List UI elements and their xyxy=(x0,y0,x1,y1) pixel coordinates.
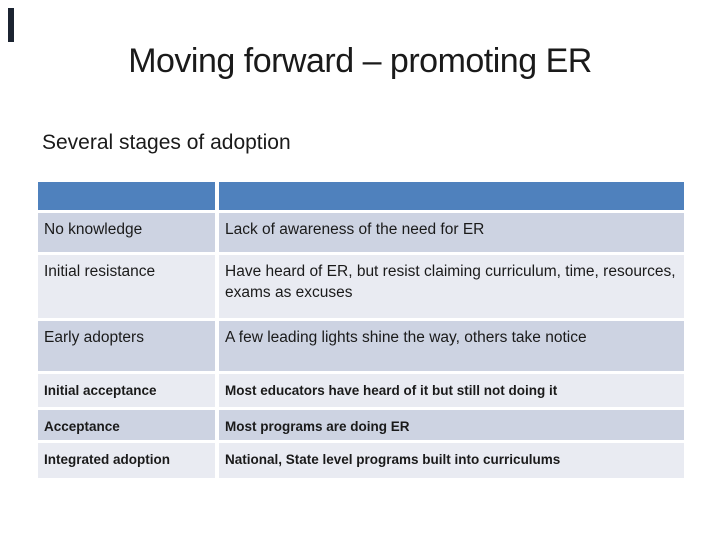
description-cell: A few leading lights shine the way, othe… xyxy=(219,321,684,371)
description-cell: National, State level programs built int… xyxy=(219,443,684,478)
description-cell: Have heard of ER, but resist claiming cu… xyxy=(219,255,684,318)
description-cell: Lack of awareness of the need for ER xyxy=(219,213,684,252)
stage-cell: Acceptance xyxy=(38,410,215,440)
table-header-cell xyxy=(219,182,684,210)
stage-cell: Early adopters xyxy=(38,321,215,371)
stage-cell: Initial resistance xyxy=(38,255,215,318)
description-cell: Most programs are doing ER xyxy=(219,410,684,440)
slide-title: Moving forward – promoting ER xyxy=(128,42,592,80)
stage-cell: Integrated adoption xyxy=(38,443,215,478)
corner-accent-bar xyxy=(8,8,14,42)
table-header-cell xyxy=(38,182,215,210)
stage-cell: No knowledge xyxy=(38,213,215,252)
description-cell: Most educators have heard of it but stil… xyxy=(219,374,684,407)
stage-cell: Initial acceptance xyxy=(38,374,215,407)
slide-subtitle: Several stages of adoption xyxy=(42,131,291,154)
